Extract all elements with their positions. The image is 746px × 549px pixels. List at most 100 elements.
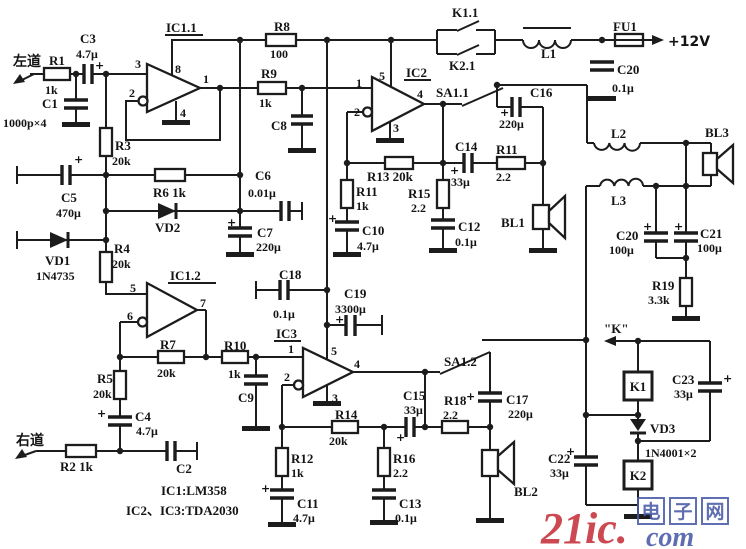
svg-text:4.7μ: 4.7μ xyxy=(293,511,315,525)
pin-label: 1 xyxy=(203,72,209,86)
ground-icon xyxy=(429,248,457,253)
svg-text:C12: C12 xyxy=(458,219,480,234)
ground-icon xyxy=(313,401,341,406)
junction-dots xyxy=(72,36,690,455)
ground-icon xyxy=(376,138,404,143)
svg-text:0.1μ: 0.1μ xyxy=(455,235,477,249)
inverting-bubble-icon xyxy=(361,106,374,118)
note-ic1: IC1:LM358 xyxy=(161,483,227,498)
resistor-r6: R6 1k xyxy=(153,167,187,200)
capacitor-c9: C9 xyxy=(238,374,268,405)
watermark-box xyxy=(637,497,665,525)
svg-text:1000p×4: 1000p×4 xyxy=(3,116,47,130)
svg-text:100μ: 100μ xyxy=(609,243,634,257)
svg-text:1N4001×2: 1N4001×2 xyxy=(645,446,697,460)
svg-text:C19: C19 xyxy=(344,286,367,301)
watermark-com: com xyxy=(646,522,694,549)
capacitor-c4: C44.7μ+ xyxy=(97,407,158,438)
svg-text:220μ: 220μ xyxy=(508,407,533,421)
pin-label: 5 xyxy=(379,69,385,83)
svg-text:L1: L1 xyxy=(541,46,556,61)
svg-text:C14: C14 xyxy=(455,139,478,154)
svg-text:VD1: VD1 xyxy=(45,253,70,268)
watermark-main: 21ic. xyxy=(540,504,628,549)
ground-icon xyxy=(162,120,190,125)
ground-icon xyxy=(333,252,361,257)
relay-coil-k2: K2 xyxy=(622,459,654,491)
input-arrow-icon xyxy=(15,449,27,459)
svg-text:C13: C13 xyxy=(399,496,422,511)
svg-text:20k: 20k xyxy=(112,154,131,168)
svg-text:R13 20k: R13 20k xyxy=(367,169,414,184)
svg-text:R8: R8 xyxy=(274,19,290,34)
svg-text:SA1.2: SA1.2 xyxy=(444,354,477,369)
svg-text:1N4735: 1N4735 xyxy=(36,269,75,283)
watermark-box xyxy=(669,497,697,525)
svg-text:R2 1k: R2 1k xyxy=(60,459,94,474)
svg-text:C5: C5 xyxy=(61,190,77,205)
pin-label: 1 xyxy=(288,342,294,356)
svg-text:1k: 1k xyxy=(291,466,304,480)
pin-label: 5 xyxy=(130,281,136,295)
supply-arrow-icon xyxy=(652,35,664,45)
svg-text:+: + xyxy=(674,220,683,233)
left-channel-label: 左道 xyxy=(12,53,41,70)
diode-vd1: VD1 1N4735 xyxy=(36,232,75,283)
terminal-k-control: "K" xyxy=(604,321,629,346)
svg-text:33μ: 33μ xyxy=(674,387,693,401)
input-arrow-icon xyxy=(13,74,25,84)
relay-coil-k1: K1 xyxy=(622,370,654,402)
opamp-triangle xyxy=(301,346,356,399)
svg-text:R14: R14 xyxy=(335,407,358,422)
svg-text:+: + xyxy=(335,313,344,326)
resistor-r13: R13 20k xyxy=(367,155,415,184)
svg-text:C8: C8 xyxy=(271,118,287,133)
svg-text:2.2: 2.2 xyxy=(496,170,511,184)
ground-icon xyxy=(268,522,296,527)
pin-label: 4 xyxy=(354,357,360,371)
svg-text:0.1μ: 0.1μ xyxy=(395,511,417,525)
svg-text:BL1: BL1 xyxy=(501,215,525,230)
pin-label: 6 xyxy=(127,309,133,323)
svg-text:R7: R7 xyxy=(160,337,176,352)
speaker-bl1: BL1 xyxy=(501,193,567,241)
svg-text:C4: C4 xyxy=(135,409,151,424)
svg-text:3.3k: 3.3k xyxy=(648,293,670,307)
watermark-21ic: 21ic. 电 子 网 com xyxy=(540,497,729,549)
watermark-box xyxy=(701,497,729,525)
svg-text:+: + xyxy=(466,390,475,403)
svg-text:C21: C21 xyxy=(700,226,722,241)
capacitor-c2: C2 xyxy=(165,441,192,476)
svg-text:4.7μ: 4.7μ xyxy=(76,47,98,61)
svg-text:R4: R4 xyxy=(114,241,130,256)
svg-text:R15: R15 xyxy=(408,186,431,201)
svg-text:4.7μ: 4.7μ xyxy=(357,239,379,253)
svg-text:220μ: 220μ xyxy=(499,117,524,131)
svg-text:2.2: 2.2 xyxy=(443,408,458,422)
opamp-ic3: IC3 1 5 2 4 3 xyxy=(274,326,360,405)
inductor-l3: L3 xyxy=(599,177,644,208)
switch-sa1-1: SA1.1 xyxy=(436,85,469,100)
svg-text:33μ: 33μ xyxy=(451,175,470,189)
svg-text:C16: C16 xyxy=(530,85,553,100)
watermark-char: 子 xyxy=(673,501,692,523)
ground-icon xyxy=(370,520,398,525)
svg-text:C2: C2 xyxy=(176,461,192,476)
supply-label: +12V xyxy=(668,34,710,50)
diode-vd3: VD3 1N4001×2 xyxy=(630,419,697,460)
